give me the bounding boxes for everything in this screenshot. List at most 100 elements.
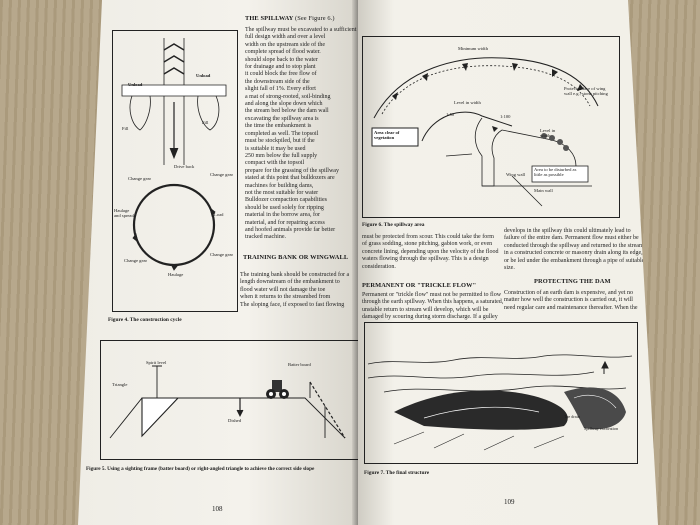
fig4-cycle-haulage-spread: Haulage and spread [114, 208, 134, 218]
fig4-cycle-change-gear-1: Change gear [210, 172, 234, 177]
fig5-triangle: Triangle [112, 382, 128, 387]
spillway-text-line: 250 mm below the full supply [245, 152, 318, 159]
fig4-cycle-change-gear-2: Change gear [210, 252, 234, 257]
scour-text-line: concrete lining, depending upon the velo… [362, 248, 499, 255]
fig7-spillway-excavation: Spillway excavation [584, 426, 619, 431]
fig4-cycle-change-gear-4: Change gear [128, 176, 152, 181]
area-disturbed-box [531, 165, 589, 183]
spillway-text-line: Bulldozer compaction capabilities [245, 197, 327, 204]
spillway-text-line: compact with the topsoil [245, 160, 305, 167]
page-number-right: 109 [504, 498, 515, 506]
spillway-text-line: the stream bed below the dam wall [245, 108, 329, 115]
figure-6-caption: Figure 6. The spillway area [362, 222, 425, 228]
spillway-text-line: it could block the free flow of [245, 71, 317, 78]
heading-spillway-ref: (See Figure 6.) [294, 15, 335, 22]
spillway-text-line: prepare for the grassing of the spillway [245, 167, 339, 174]
spillway-text-line: material, and for repairing access [245, 219, 325, 226]
trickle-text-line: through the earth spillway. When this ha… [362, 299, 504, 306]
gulley-text-line: failure of the entire dam. Permanent flo… [504, 235, 639, 242]
spillway-text-line: excavating the spillway area is [245, 115, 319, 122]
spillway-text-line: width on the upstream side of the [245, 41, 325, 48]
fig4-fill-left: Fill [122, 126, 129, 131]
spillway-text-line: completed as well. The topsoil [245, 130, 319, 137]
spillway-text-line: for drainage and to stop plant [245, 64, 316, 71]
training-text-line: The training bank should be constructed … [240, 272, 350, 278]
heading-spillway: THE SPILLWAY (See Figure 6.) [245, 15, 335, 22]
fig6-minimum-width: Minimum width [458, 46, 488, 51]
figure-4-caption: Figure 4. The construction cycle [108, 317, 182, 323]
fig6-protected-face: Protected face of wing wall e.g., stone … [564, 86, 608, 96]
fig6-level: Level in width [540, 128, 556, 138]
fig4-cycle-load: Load [214, 212, 224, 217]
fig6-wing-wall: Wing wall [506, 172, 526, 177]
spillway-text-line: should be used solely for ripping [245, 204, 324, 211]
cycle-circle [132, 183, 216, 267]
gulley-text-line: in a constructed concrete or masonry dra… [504, 250, 643, 257]
spillway-text-line: slight fall of 1%. Every effort [245, 86, 316, 93]
scour-text-line: consideration. [362, 263, 396, 270]
gulley-paragraph: develops in the spillway this could ulti… [504, 228, 645, 272]
trickle-text-line: Permanent or "trickle flow" must not be … [362, 292, 502, 298]
figure-6-frame [362, 36, 620, 218]
protect-text-line: matter how well the construction is carr… [504, 297, 633, 304]
spillway-text-line: tracked machine. [245, 234, 286, 241]
fig4-cycle-haulage: Haulage [168, 272, 184, 277]
fig6-slope-1-100: 1:100 [500, 114, 511, 119]
gulley-text-line: or be led under the embankment through a… [504, 257, 645, 264]
spillway-text-line: is suitable it may be used [245, 145, 306, 152]
spillway-text-line: stated at this point that bulldozers are [245, 175, 335, 182]
protect-text-line: Construction of an earth dam is expensiv… [504, 290, 633, 296]
gulley-text-line: size. [504, 265, 515, 272]
scour-paragraph: must be protected from scour. This could… [362, 234, 499, 271]
tractor-icon [266, 380, 289, 399]
scour-text-line: waters flowing through the spillway. Thi… [362, 256, 489, 263]
training-text-line: length downstream of the embankment to [240, 279, 340, 286]
spillway-text-line: the time the embankment is [245, 123, 312, 130]
right-page: Minimum width Level in width 1:50 1:100 … [358, 0, 658, 525]
figure-4-frame [112, 30, 238, 312]
training-bank-paragraph: The training bank should be constructed … [240, 272, 360, 309]
fig4-fill-right: Fill [202, 120, 209, 125]
left-page: Unload Unload Fill Fill Drive back Chang… [78, 0, 360, 525]
trickle-text-line: damaged by scouring during storm dischar… [362, 314, 498, 321]
spillway-text-line: The spillway must be excavated to a suff… [245, 27, 357, 33]
fig4-cycle-change-gear-3: Change gear [124, 258, 148, 263]
spillway-text-line: and hoofed animals provide far better [245, 226, 336, 233]
spillway-text-line: a mat of strong-rooted, soil-binding [245, 93, 331, 100]
fig4-cycle-drive-back: Drive back [174, 164, 195, 169]
gulley-text-line: develops in the spillway this could ulti… [504, 228, 631, 234]
training-text-line: flood water will not damage the toe [240, 286, 326, 293]
figure-5-caption: Figure 5. Using a sighting frame (batter… [86, 466, 315, 472]
spillway-text-line: the downstream side of the [245, 78, 310, 85]
figure-7-caption: Figure 7. The final structure [364, 470, 430, 476]
gulley-text-line: conducted through the spillway and retur… [504, 242, 644, 249]
spillway-area-diagram [371, 57, 599, 207]
fig6-main-wall: Main wall [534, 188, 553, 193]
spillway-text-line: machines for building dams, [245, 182, 314, 189]
heading-training-bank: TRAINING BANK OR WINGWALL [243, 254, 349, 261]
construction-cycle-diagram [121, 38, 227, 271]
heading-spillway-title: THE SPILLWAY [245, 15, 294, 22]
fig6-slope-1-50: 1:50 [446, 112, 455, 117]
spillway-text-line: should slope back to the water [245, 56, 318, 63]
fig5-spirit-level: Spirit level [146, 360, 167, 365]
trickle-text-line: unstable return to stream will develop, … [362, 306, 489, 313]
spillway-text-line: complete spread of flood water. [245, 49, 321, 56]
protect-text-line: need regular care and maintenance therea… [504, 304, 638, 311]
heading-protecting-dam: PROTECTING THE DAM [534, 278, 611, 285]
final-structure-illustration [367, 354, 633, 451]
spillway-text-line: must be stockpiled, but if the [245, 138, 315, 145]
fig6-area-disturbed: Area to be disturbed as little as possib… [534, 167, 577, 177]
tree-icon [601, 360, 609, 374]
figure-7-frame [364, 322, 638, 464]
fig7-toe-drain: Toe drain [564, 414, 580, 419]
scour-text-line: of grass sodding, stone pitching, gabion… [362, 241, 493, 248]
fig6-area-clear: Area clear of vegetation [374, 130, 400, 140]
training-text-line: when it returns to the streambed from [240, 294, 331, 301]
fig4-unload-right: Unload [196, 73, 211, 78]
spillway-text-line: not the most suitable for water [245, 189, 319, 196]
spillway-text-line: material in the borrow area, for [245, 212, 320, 219]
training-text-line: The sloping face, if exposed to fast flo… [240, 301, 345, 308]
fig4-unload-left: Unload [128, 82, 143, 87]
area-clear-box [371, 127, 419, 147]
